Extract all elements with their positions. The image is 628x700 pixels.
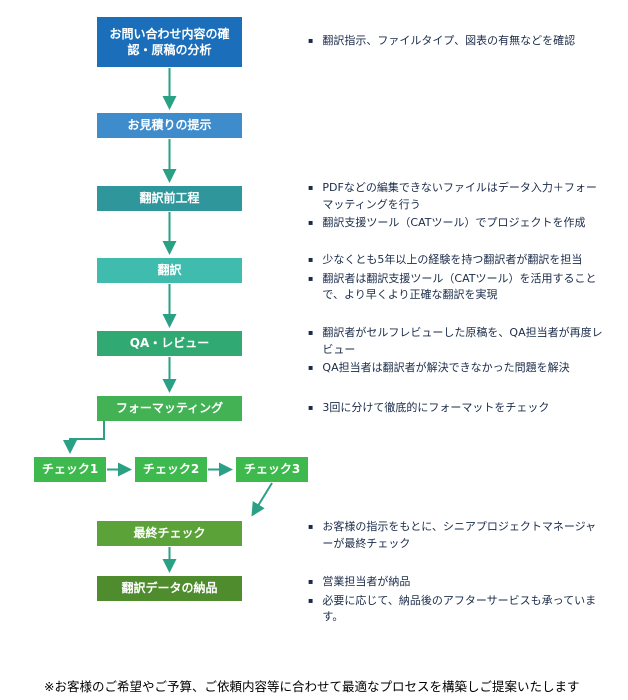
note-text: 3回に分けて徹底的にフォーマットをチェック xyxy=(322,401,550,414)
bullet-icon: ▪ xyxy=(308,183,314,192)
footer-note: ※お客様のご希望やご予算、ご依頼内容等に合わせて最適なプロセスを構築しご提案いた… xyxy=(44,679,580,694)
step-check-1: チェック1 xyxy=(34,457,106,482)
note-text: PDFなどの編集できないファイルはデータ入力＋フォーマッティングを行う xyxy=(322,181,597,211)
bullet-icon: ▪ xyxy=(308,403,314,412)
note-item: ▪ 翻訳支援ツール（CATツール）でプロジェクトを作成 xyxy=(308,215,608,232)
bullet-icon: ▪ xyxy=(308,363,314,372)
note-item: ▪ 必要に応じて、納品後のアフターサービスも承っています。 xyxy=(308,593,608,626)
bullet-icon: ▪ xyxy=(308,36,314,45)
note-text: 翻訳指示、ファイルタイプ、図表の有無などを確認 xyxy=(322,34,576,47)
step-translation: 翻訳 xyxy=(97,258,242,283)
note-text: 翻訳者は翻訳支援ツール（CATツール）を活用することで、より早くより正確な翻訳を… xyxy=(322,271,597,302)
note-delivery: ▪ 営業担当者が納品 ▪ 必要に応じて、納品後のアフターサービスも承っています。 xyxy=(308,574,608,628)
bullet-icon: ▪ xyxy=(308,577,314,586)
note-text: 営業担当者が納品 xyxy=(322,575,411,588)
step-final-check: 最終チェック xyxy=(97,521,242,546)
note-item: ▪ 翻訳者がセルフレビューした原稿を、QA担当者が再度レビュー xyxy=(308,325,608,358)
step-check-2: チェック2 xyxy=(135,457,207,482)
note-item: ▪ QA担当者は翻訳者が解決できなかった問題を解決 xyxy=(308,360,608,377)
note-formatting: ▪ 3回に分けて徹底的にフォーマットをチェック xyxy=(308,400,608,419)
note-text: 翻訳支援ツール（CATツール）でプロジェクトを作成 xyxy=(322,216,586,229)
note-inquiry-analysis: ▪ 翻訳指示、ファイルタイプ、図表の有無などを確認 xyxy=(308,33,608,52)
bullet-icon: ▪ xyxy=(308,595,314,605)
note-item: ▪ お客様の指示をもとに、シニアプロジェクトマネージャーが最終チェック xyxy=(308,519,608,552)
bullet-icon: ▪ xyxy=(308,255,314,264)
note-qa-review: ▪ 翻訳者がセルフレビューした原稿を、QA担当者が再度レビュー ▪ QA担当者は… xyxy=(308,325,608,379)
note-pre-translation: ▪ PDFなどの編集できないファイルはデータ入力＋フォーマッティングを行う ▪ … xyxy=(308,180,608,234)
step-formatting: フォーマッティング xyxy=(97,396,242,421)
note-item: ▪ 翻訳者は翻訳支援ツール（CATツール）を活用することで、より早くより正確な翻… xyxy=(308,271,608,304)
step-delivery: 翻訳データの納品 xyxy=(97,576,242,601)
bullet-icon: ▪ xyxy=(308,328,314,337)
note-final-check: ▪ お客様の指示をもとに、シニアプロジェクトマネージャーが最終チェック xyxy=(308,519,608,554)
bullet-icon: ▪ xyxy=(308,218,314,227)
note-text: お客様の指示をもとに、シニアプロジェクトマネージャーが最終チェック xyxy=(322,520,597,550)
note-text: 少なくとも5年以上の経験を持つ翻訳者が翻訳を担当 xyxy=(322,253,583,266)
bullet-icon: ▪ xyxy=(308,273,314,283)
note-text: 翻訳者がセルフレビューした原稿を、QA担当者が再度レビュー xyxy=(322,326,603,356)
note-item: ▪ PDFなどの編集できないファイルはデータ入力＋フォーマッティングを行う xyxy=(308,180,608,213)
step-check-3: チェック3 xyxy=(236,457,308,482)
note-item: ▪ 少なくとも5年以上の経験を持つ翻訳者が翻訳を担当 xyxy=(308,252,608,269)
step-inquiry-analysis: お問い合わせ内容の確認・原稿の分析 xyxy=(97,17,242,67)
bullet-icon: ▪ xyxy=(308,522,314,531)
connector-arrow xyxy=(251,482,273,517)
note-item: ▪ 3回に分けて徹底的にフォーマットをチェック xyxy=(308,400,608,417)
note-item: ▪ 営業担当者が納品 xyxy=(308,574,608,591)
step-quote: お見積りの提示 xyxy=(97,113,242,138)
connector-arrow xyxy=(63,421,105,454)
note-translation: ▪ 少なくとも5年以上の経験を持つ翻訳者が翻訳を担当 ▪ 翻訳者は翻訳支援ツール… xyxy=(308,252,608,306)
note-text: 必要に応じて、納品後のアフターサービスも承っています。 xyxy=(322,593,597,624)
step-qa-review: QA・レビュー xyxy=(97,331,242,356)
note-text: QA担当者は翻訳者が解決できなかった問題を解決 xyxy=(322,361,570,374)
step-pre-translation: 翻訳前工程 xyxy=(97,186,242,211)
note-item: ▪ 翻訳指示、ファイルタイプ、図表の有無などを確認 xyxy=(308,33,608,50)
